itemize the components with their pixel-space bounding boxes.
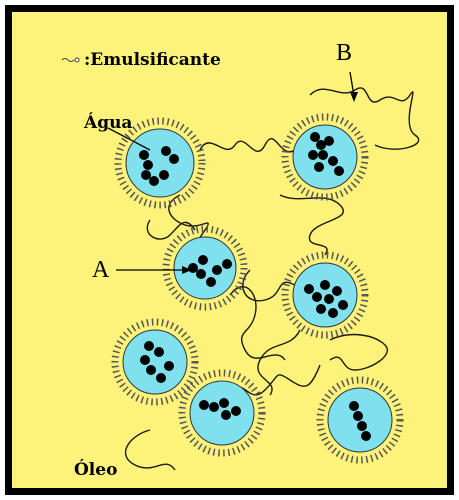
droplet-4: [285, 255, 365, 335]
droplet-1: [118, 121, 202, 205]
label-b: B: [336, 40, 352, 67]
oil-label: Óleo: [74, 460, 117, 480]
emulsifier-label: :Emulsificante: [84, 50, 221, 70]
droplet-5: [115, 322, 195, 402]
droplet-7: [320, 380, 400, 460]
droplets: [115, 117, 400, 460]
droplet-6: [182, 373, 262, 453]
droplet-3: [166, 229, 244, 307]
label-a: A: [92, 257, 109, 284]
droplet-2: [285, 117, 365, 197]
water-label: Água: [84, 113, 132, 133]
emulsifier-legend-icon: [62, 58, 79, 62]
